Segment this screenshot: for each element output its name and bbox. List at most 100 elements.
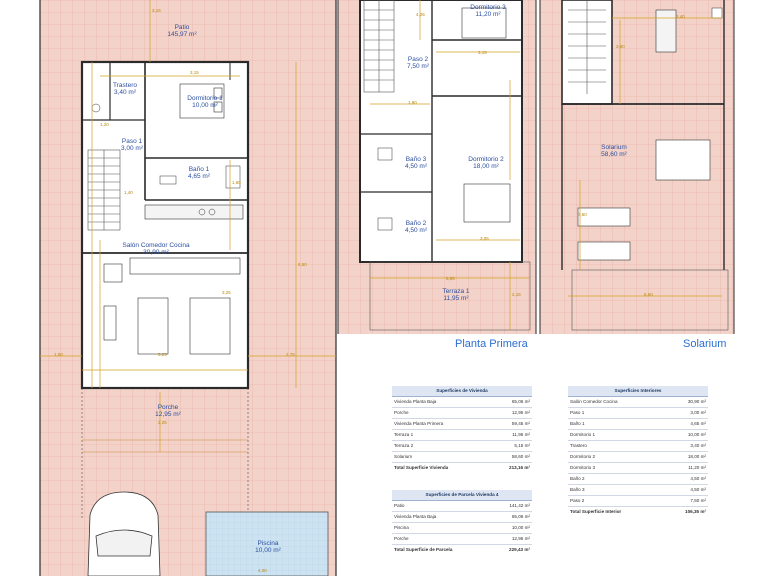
row-value: 141,42 m² (492, 500, 532, 512)
dimension-label: 5,50 (644, 292, 653, 297)
room-area: 4,50 m² (404, 227, 428, 234)
room-paso-1-label: Paso 1 3,00 m² (121, 138, 143, 152)
row-value: 65,06 m² (489, 396, 532, 408)
room-area: 18,00 m² (473, 163, 499, 170)
row-label: Trastero (568, 440, 665, 452)
dimension-label: 8,50 (298, 262, 307, 267)
dimension-label: 4,00 (258, 568, 267, 573)
row-value: 10,00 m² (664, 429, 708, 441)
room-bano-3-label: Baño 3 4,50 m² (405, 156, 427, 170)
room-area: 10,00 m² (255, 547, 281, 554)
car-silhouette (87, 491, 161, 576)
row-label: Dormitorio 3 (568, 462, 665, 474)
row-label: Baño 2 (568, 473, 665, 485)
row-value: 12,95 m² (489, 407, 532, 419)
room-name: Salón Comedor Cocina (122, 242, 190, 249)
room-piscina-label: Piscina 10,00 m² (255, 540, 281, 554)
room-name: Patio (174, 24, 190, 31)
dimension-label: 3,40 (676, 14, 685, 19)
row-label: Paso 2 (568, 495, 665, 507)
row-label: Vivienda Planta Baja (392, 511, 492, 523)
room-name: Piscina (257, 540, 279, 547)
swimming-pool (205, 511, 329, 576)
room-name: Terraza 1 (442, 288, 470, 295)
room-name: Dormitorio 1 (187, 95, 223, 102)
room-name: Porche (157, 404, 179, 411)
row-label: Terraza 2 (392, 440, 490, 452)
row-label: Baño 1 (568, 418, 665, 430)
title-solarium: Solarium (683, 338, 727, 350)
room-trastero-label: Trastero 3,40 m² (113, 82, 137, 96)
row-label: Patio (392, 500, 492, 512)
row-value: 3,40 m² (664, 440, 708, 452)
room-area: 10,00 m² (192, 102, 218, 109)
row-label: Vivienda Planta Baja (392, 396, 490, 408)
dimension-label: 5,55 (446, 276, 455, 281)
room-porche-label: Porche 12,95 m² (155, 404, 181, 418)
room-area: 3,00 m² (120, 145, 144, 152)
row-label: Terraza 1 (392, 429, 490, 441)
room-area: 4,65 m² (187, 173, 211, 180)
total-label: Total Superficie Vivienda (392, 462, 490, 473)
total-label: Total Superficie de Parcela (392, 544, 492, 555)
room-name: Trastero (113, 82, 137, 89)
dimension-label: 3,05 (480, 236, 489, 241)
room-solarium-label: Solarium 58,60 m² (601, 144, 627, 158)
room-name: Dormitorio 2 (468, 156, 504, 163)
dimension-label: 3,15 (190, 70, 199, 75)
table-header: Superficies de Vivienda (392, 386, 532, 397)
dimension-label: 3,25 (222, 290, 231, 295)
room-terraza-1-label: Terraza 1 11,95 m² (442, 288, 469, 302)
dimension-label: 2,75 (286, 352, 295, 357)
table-header: Superficies de Parcela Vivienda 4 (392, 490, 532, 501)
row-label: Dormitorio 2 (568, 451, 665, 463)
row-label: Porche (392, 533, 492, 545)
row-label: Dormitorio 1 (568, 429, 665, 441)
room-bano-2-label: Baño 2 4,50 m² (405, 220, 427, 234)
first-floor-plan (337, 0, 537, 334)
row-value: 5,15 m² (489, 440, 532, 452)
row-value: 4,50 m² (664, 484, 708, 496)
dimension-label: 1,40 (124, 190, 133, 195)
room-dormitorio-1-label: Dormitorio 1 10,00 m² (187, 95, 222, 109)
row-value: 59,45 m² (489, 418, 532, 430)
row-label: Baño 3 (568, 484, 665, 496)
table-superficies-vivienda: Superficies de Vivienda Vivienda Planta … (392, 386, 532, 473)
room-name: Baño 2 (405, 220, 427, 227)
room-dormitorio-2-label: Dormitorio 2 18,00 m² (468, 156, 503, 170)
row-value: 4,50 m² (664, 473, 708, 485)
solarium-plan (539, 0, 735, 334)
row-value: 10,00 m² (492, 522, 532, 534)
row-value: 18,00 m² (664, 451, 708, 463)
room-paso-2-label: Paso 2 7,50 m² (407, 56, 429, 70)
staircase-first (363, 0, 395, 93)
living-furniture (103, 257, 241, 355)
dimension-label: 2,15 (512, 292, 521, 297)
room-name: Baño 3 (405, 156, 427, 163)
room-area: 58,60 m² (601, 151, 627, 158)
dimension-label: 7,60 (578, 212, 587, 217)
room-area: 4,50 m² (404, 163, 428, 170)
room-area: 7,50 m² (406, 63, 430, 70)
dimension-label: 1,60 (232, 180, 241, 185)
row-value: 30,90 m² (664, 396, 708, 408)
dimension-label: 2,25 (158, 420, 167, 425)
row-value: 58,60 m² (489, 451, 532, 463)
dimension-label: 3,15 (152, 8, 161, 13)
